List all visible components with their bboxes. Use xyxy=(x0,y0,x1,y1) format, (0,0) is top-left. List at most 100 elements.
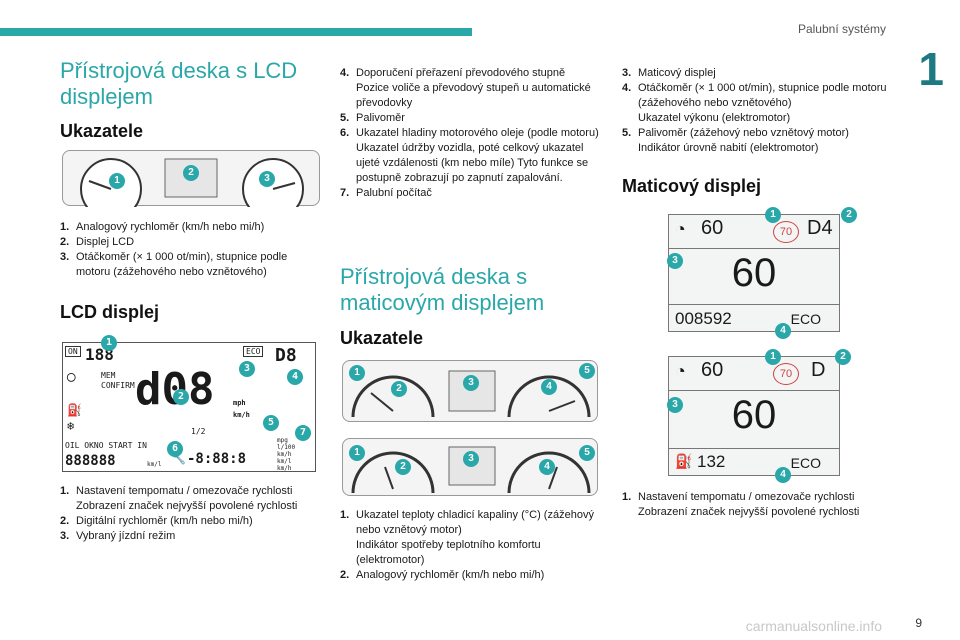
lcd-display-figure: ON 188 ECO D8 ◯ MEM CONFIRM d08 mph km/h… xyxy=(62,335,316,472)
speedometer-icon: ◔ xyxy=(675,361,686,381)
lcd-half: 1/2 xyxy=(191,427,206,436)
lcd-kmh-3: km/h xyxy=(277,465,292,472)
watermark: carmanualsonline.info xyxy=(745,618,882,634)
badge-4: 4 xyxy=(541,379,557,395)
heading-lcd-display: LCD displej xyxy=(60,302,160,322)
matrix-1-mid-row: 60 xyxy=(669,249,839,305)
list-item: 1.Nastavení tempomatu / omezovače rychlo… xyxy=(60,485,298,512)
list-item: 3.Maticový displej xyxy=(622,67,716,79)
badge-2: 2 xyxy=(183,165,199,181)
badge-1: 1 xyxy=(349,365,365,381)
list-item: 5.Palivoměr xyxy=(340,112,405,124)
matrix-gauges-figure-a: 1 2 3 4 5 xyxy=(342,360,598,422)
lcd-kml: km/l xyxy=(147,461,162,468)
heading-matrix-panel: Přístrojová deska s maticovým displejem xyxy=(340,264,545,315)
badge-2: 2 xyxy=(841,207,857,223)
badge-3: 3 xyxy=(463,451,479,467)
matrix-gauges-figure-b: 1 2 3 4 5 xyxy=(342,438,598,496)
lcd-kmh-2: km/h xyxy=(277,451,292,458)
matrix-2-top-row: ◔ 60 70 D xyxy=(669,357,839,391)
fuel-pump-icon: ⛽ xyxy=(675,453,693,469)
gauges-list: 1.Analogový rychloměr (km/h nebo mi/h) 2… xyxy=(60,220,322,280)
badge-1: 1 xyxy=(765,349,781,365)
matrix-gauges-list-continued: 3.Maticový displej 4.Otáčkoměr (× 1 000 … xyxy=(622,66,888,156)
list-item: 2.Digitální rychloměr (km/h nebo mi/h) xyxy=(60,515,253,527)
matrix-1-gear: D4 xyxy=(807,217,833,239)
list-item: 3.Otáčkoměr (× 1 000 ot/min), stupnice p… xyxy=(60,251,288,278)
header-bar xyxy=(0,28,472,36)
matrix-2-bottom-row: ⛽ 132 ECO xyxy=(669,449,839,477)
matrix-1-speed: 60 xyxy=(731,251,777,295)
lcd-eco-label: ECO xyxy=(243,346,264,357)
fuel-icon: ⛽ xyxy=(67,403,82,417)
lcd-speed: d08 xyxy=(135,364,215,415)
list-item: 4.Otáčkoměr (× 1 000 ot/min), stupnice p… xyxy=(622,82,887,124)
matrix-2-mode: ECO xyxy=(790,455,821,471)
lcd-trip: -8:88:8 xyxy=(187,451,247,467)
badge-2: 2 xyxy=(391,381,407,397)
badge-2: 2 xyxy=(395,459,411,475)
badge-3: 3 xyxy=(667,253,683,269)
matrix-1-top-row: ◔ 60 70 D4 xyxy=(669,215,839,249)
matrix-2-speed: 60 xyxy=(731,393,777,437)
matrix-1-bottom-row: 008592 ECO xyxy=(669,305,839,333)
list-item: 2.Displej LCD xyxy=(60,236,135,248)
gauges-figure: 1 2 3 xyxy=(62,150,320,220)
section-title: Palubní systémy xyxy=(797,22,886,36)
chapter-number: 1 xyxy=(918,43,944,95)
matrix-1-odometer: 008592 xyxy=(675,309,732,328)
matrix-2-set-speed: 60 xyxy=(701,359,724,381)
matrix-1-set-speed: 60 xyxy=(701,217,724,239)
badge-1: 1 xyxy=(109,173,125,189)
lcd-mem: MEM xyxy=(101,371,116,380)
matrix-display-2: ◔ 60 70 D 60 ⛽ 132 ECO 1 2 3 4 xyxy=(667,349,851,483)
snowflake-icon: ❄ xyxy=(67,419,75,433)
lcd-odometer: 888888 xyxy=(65,453,116,469)
badge-5: 5 xyxy=(579,363,595,379)
list-item: 5.Palivoměr (zážehový nebo vznětový moto… xyxy=(622,127,849,154)
badge-1: 1 xyxy=(765,207,781,223)
lcd-circle-speed: ◯ xyxy=(67,369,76,385)
list-item: 1.Nastavení tempomatu / omezovače rychlo… xyxy=(622,491,860,518)
lcd-list: 1.Nastavení tempomatu / omezovače rychlo… xyxy=(60,484,326,544)
badge-3: 3 xyxy=(259,171,275,187)
matrix-2-mid-row: 60 xyxy=(669,391,839,449)
list-item: 7.Palubní počítač xyxy=(340,187,432,199)
lcd-mpg: mpg xyxy=(277,437,288,444)
heading-matrix-display: Maticový displej xyxy=(622,176,762,196)
badge-4: 4 xyxy=(775,323,791,339)
lcd-kmh: km/h xyxy=(233,411,250,419)
heading-gauges-2: Ukazatele xyxy=(340,328,424,348)
lcd-mph: mph xyxy=(233,399,246,407)
speedometer-icon: ◔ xyxy=(675,219,686,239)
lcd-kml-2: km/l xyxy=(277,458,292,465)
badge-1: 1 xyxy=(349,445,365,461)
matrix-gauges-list: 1.Ukazatel teploty chladicí kapaliny (°C… xyxy=(340,508,608,583)
lcd-l100: l/100 xyxy=(277,444,296,451)
badge-6: 6 xyxy=(167,441,183,457)
lcd-gear: D8 xyxy=(275,345,297,366)
badge-4: 4 xyxy=(539,459,555,475)
badge-2: 2 xyxy=(173,389,189,405)
badge-2: 2 xyxy=(835,349,851,365)
lcd-warning-text: OIL OKNO START IN xyxy=(65,441,147,450)
heading-gauges: Ukazatele xyxy=(60,121,144,141)
matrix-gauges-drawing-b xyxy=(351,446,591,494)
badge-7: 7 xyxy=(295,425,311,441)
badge-1: 1 xyxy=(101,335,117,351)
matrix-1-mode: ECO xyxy=(790,311,821,327)
list-item: 1.Ukazatel teploty chladicí kapaliny (°C… xyxy=(340,509,594,566)
heading-lcd-panel: Přístrojová deska s LCD displejem xyxy=(60,58,298,109)
list-item: 3.Vybraný jízdní režim xyxy=(60,530,176,542)
badge-4: 4 xyxy=(287,369,303,385)
matrix-2-speed-limit: 70 xyxy=(773,363,799,385)
matrix-2-range: 132 xyxy=(697,452,726,471)
lcd-on-label: ON xyxy=(65,346,81,357)
list-item: 4.Doporučení přeřazení převodového stupn… xyxy=(340,67,591,109)
matrix-gauges-drawing-a xyxy=(351,370,591,418)
page-number: 9 xyxy=(915,616,922,630)
badge-3: 3 xyxy=(239,361,255,377)
badge-5: 5 xyxy=(263,415,279,431)
list-item: 1.Analogový rychloměr (km/h nebo mi/h) xyxy=(60,221,265,233)
lcd-confirm: CONFIRM xyxy=(101,381,135,390)
